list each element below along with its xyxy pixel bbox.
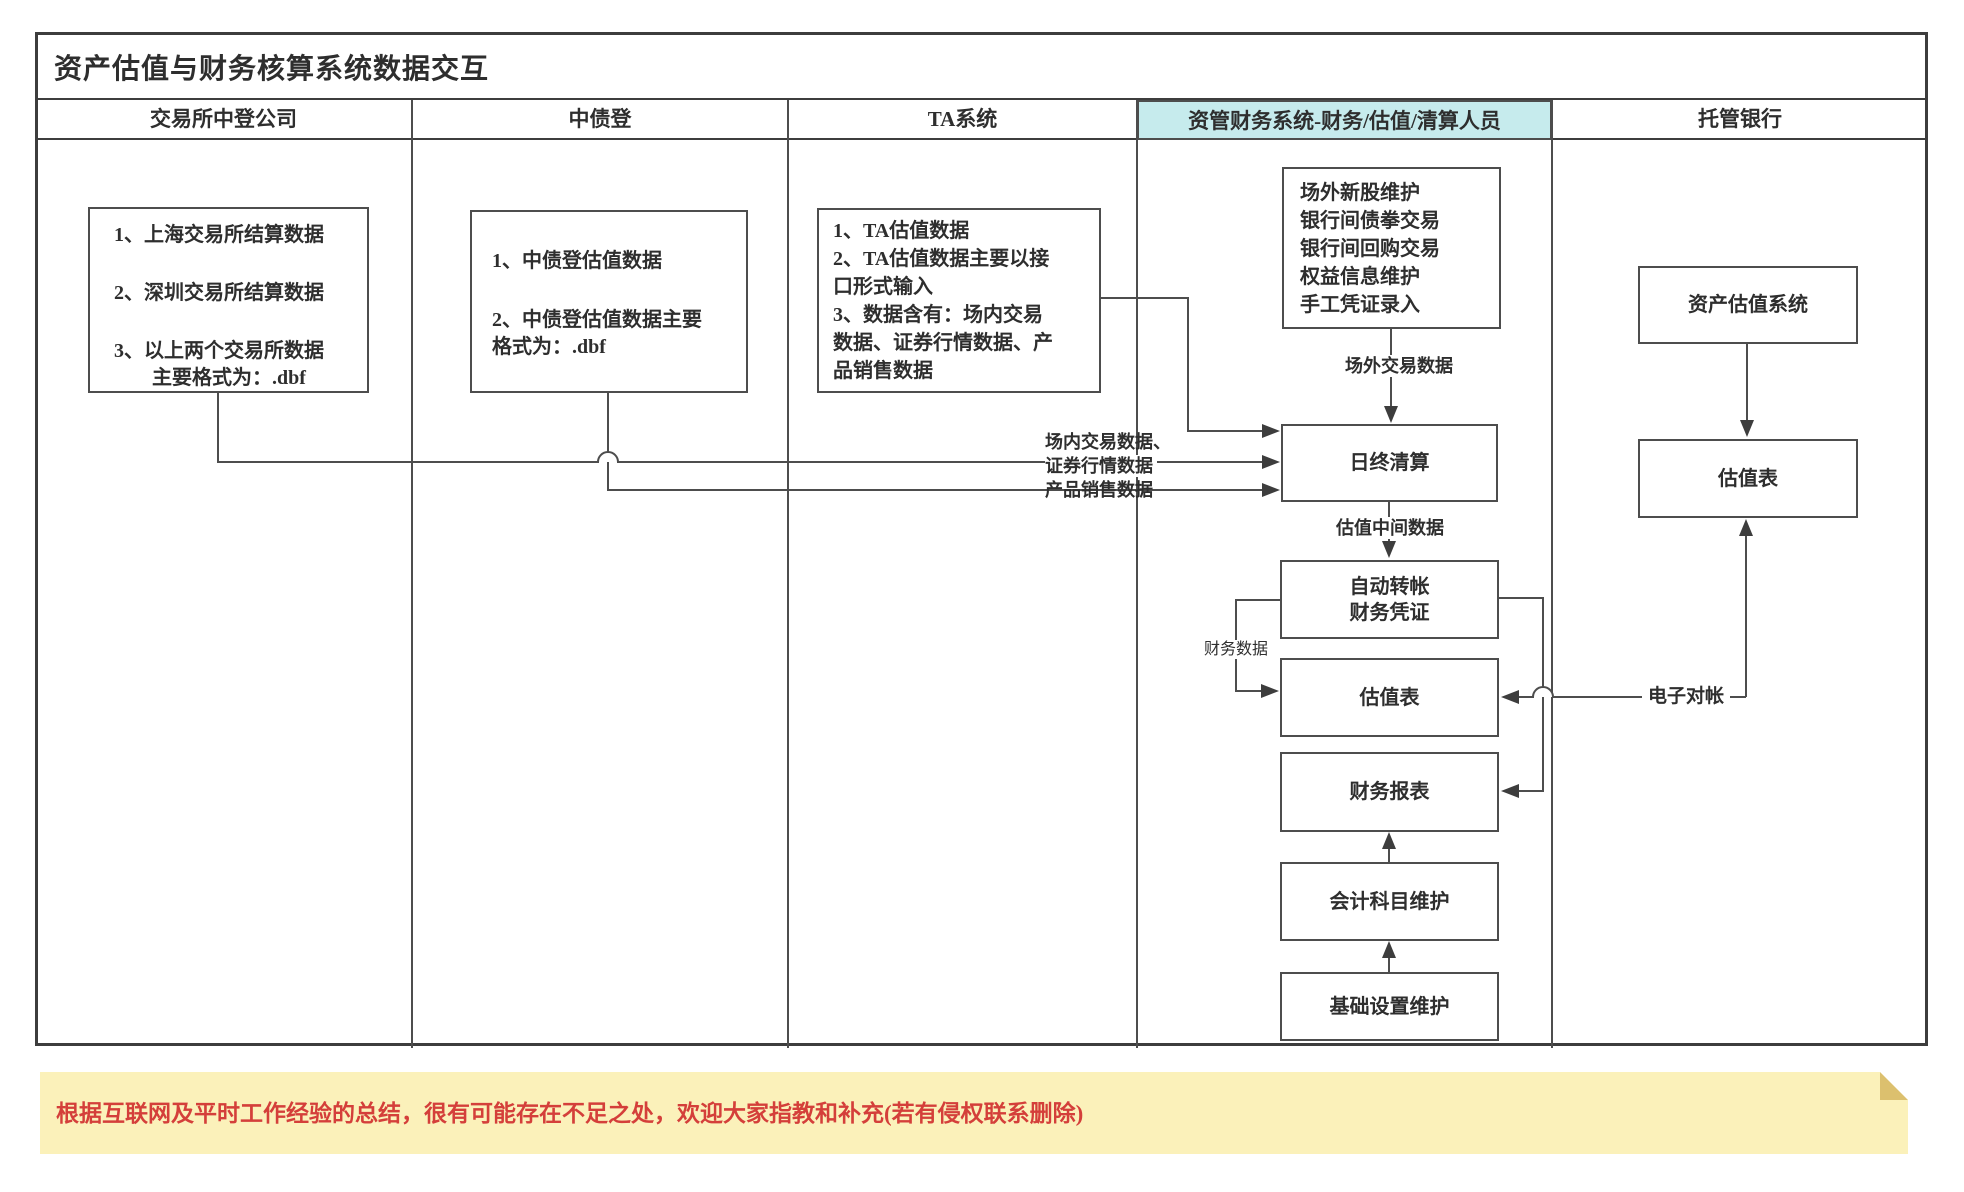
note-text: 根据互联网及平时工作经验的总结，很有可能存在不足之处，欢迎大家指教和补充(若有侵… <box>56 1101 1084 1126</box>
arrow-reconciliation-to-bank-valuation <box>1739 519 1753 697</box>
note-banner: 根据互联网及平时工作经验的总结，很有可能存在不足之处，欢迎大家指教和补充(若有侵… <box>40 1072 1908 1154</box>
lane-header-custodian-bank: 托管银行 <box>1698 107 1782 131</box>
arrow-reconciliation-to-valuation <box>1501 686 1746 704</box>
arrow-subject-to-report <box>1382 832 1396 862</box>
box-label: 资产估值系统 <box>1688 294 1808 316</box>
box-line: 2、TA估值数据主要以接 <box>833 248 1050 270</box>
arrow-avs-to-bank-valuation <box>1740 344 1754 437</box>
box-label: 日终清算 <box>1349 452 1430 474</box>
box-line: 1、TA估值数据 <box>833 220 970 242</box>
box-valuation-table-finance: 估值表 <box>1280 658 1499 737</box>
box-line: 权益信息维护 <box>1300 266 1420 288</box>
arrow-exchange-to-clearing <box>217 393 1280 469</box>
arrow-ta-to-clearing <box>1101 297 1280 438</box>
lane-divider-2 <box>787 100 789 1048</box>
title-band: 资产估值与财务核算系统数据交互 <box>38 35 1925 100</box>
box-valuation-table-bank: 估值表 <box>1638 439 1858 518</box>
box-financial-report: 财务报表 <box>1280 752 1499 832</box>
box-label: 自动转帐 <box>1349 575 1430 598</box>
lane-divider-1 <box>411 100 413 1048</box>
box-line: 银行间回购交易 <box>1300 238 1440 260</box>
box-chinabond-valuation-data: 1、中债登估值数据 2、中债登估值数据主要 格式为：.dbf <box>470 210 748 393</box>
box-label: 估值表 <box>1718 467 1778 490</box>
arrow-basic-to-subject <box>1382 941 1396 972</box>
diagram-title: 资产估值与财务核算系统数据交互 <box>54 53 490 85</box>
edge-label-valuation-mid-data: 估值中间数据 <box>1325 517 1455 539</box>
edge-label-onsite-trade-data: 场内交易数据、 <box>1045 432 1171 452</box>
box-line: 场外新股维护 <box>1300 182 1420 204</box>
box-line: 主要格式为：.dbf <box>152 367 306 389</box>
lane-header-chinabond: 中债登 <box>568 107 632 131</box>
box-label: 基础设置维护 <box>1329 995 1450 1018</box>
edge-label-e-reconciliation: 电子对帐 <box>1642 686 1730 708</box>
box-line: 银行间债拳交易 <box>1300 210 1440 232</box>
diagram-frame <box>35 32 1928 1046</box>
lane-header-ta-system: TA系统 <box>927 107 998 131</box>
edge-label-otc-trade-data: 场外交易数据 <box>1332 355 1466 377</box>
box-line: 品销售数据 <box>833 360 933 382</box>
box-auto-transfer-voucher: 自动转帐 财务凭证 <box>1280 560 1499 639</box>
lane-divider-4 <box>1551 100 1553 1048</box>
box-line: 3、以上两个交易所数据 <box>114 340 324 362</box>
edge-label-financial-data: 财务数据 <box>1198 640 1274 659</box>
arrow-chinabond-to-clearing <box>607 393 1280 497</box>
edge-label-quote-data: 证券行情数据 <box>1045 455 1157 477</box>
edge-label-product-sales-data: 产品销售数据 <box>1045 480 1153 500</box>
box-account-subject-maintenance: 会计科目维护 <box>1280 862 1499 941</box>
box-label: 估值表 <box>1359 686 1420 709</box>
box-line: 格式为：.dbf <box>492 336 606 358</box>
box-line: 口形式输入 <box>833 276 933 298</box>
lane-header-asset-mgmt-finance: 资管财务系统-财务/估值/清算人员 <box>1137 100 1552 140</box>
box-otc-maintenance: 场外新股维护 银行间债拳交易 银行间回购交易 权益信息维护 手工凭证录入 <box>1282 167 1501 329</box>
box-label: 财务凭证 <box>1349 601 1430 624</box>
lane-divider-3 <box>1136 100 1138 1048</box>
lane-header-underline <box>35 138 1928 140</box>
box-line: 3、数据含有：场内交易 <box>833 304 1043 326</box>
box-exchange-settlement-data: 1、上海交易所结算数据 2、深圳交易所结算数据 3、以上两个交易所数据 主要格式… <box>88 207 369 393</box>
box-asset-valuation-system: 资产估值系统 <box>1638 266 1858 344</box>
box-line: 2、中债登估值数据主要 <box>492 309 702 331</box>
box-day-end-clearing: 日终清算 <box>1281 424 1498 502</box>
box-line: 手工凭证录入 <box>1300 294 1420 316</box>
box-basic-setting-maintenance: 基础设置维护 <box>1280 972 1499 1041</box>
box-line: 数据、证券行情数据、产 <box>833 332 1053 354</box>
box-line: 1、上海交易所结算数据 <box>114 224 324 246</box>
box-line: 2、深圳交易所结算数据 <box>114 282 324 304</box>
box-label: 财务报表 <box>1349 781 1430 803</box>
folded-corner <box>1880 1072 1908 1100</box>
box-label: 会计科目维护 <box>1329 890 1450 913</box>
box-line: 1、中债登估值数据 <box>492 250 662 272</box>
lane-header-exchange: 交易所中登公司 <box>150 107 297 131</box>
box-ta-valuation-data: 1、TA估值数据 2、TA估值数据主要以接 口形式输入 3、数据含有：场内交易 … <box>817 208 1101 393</box>
